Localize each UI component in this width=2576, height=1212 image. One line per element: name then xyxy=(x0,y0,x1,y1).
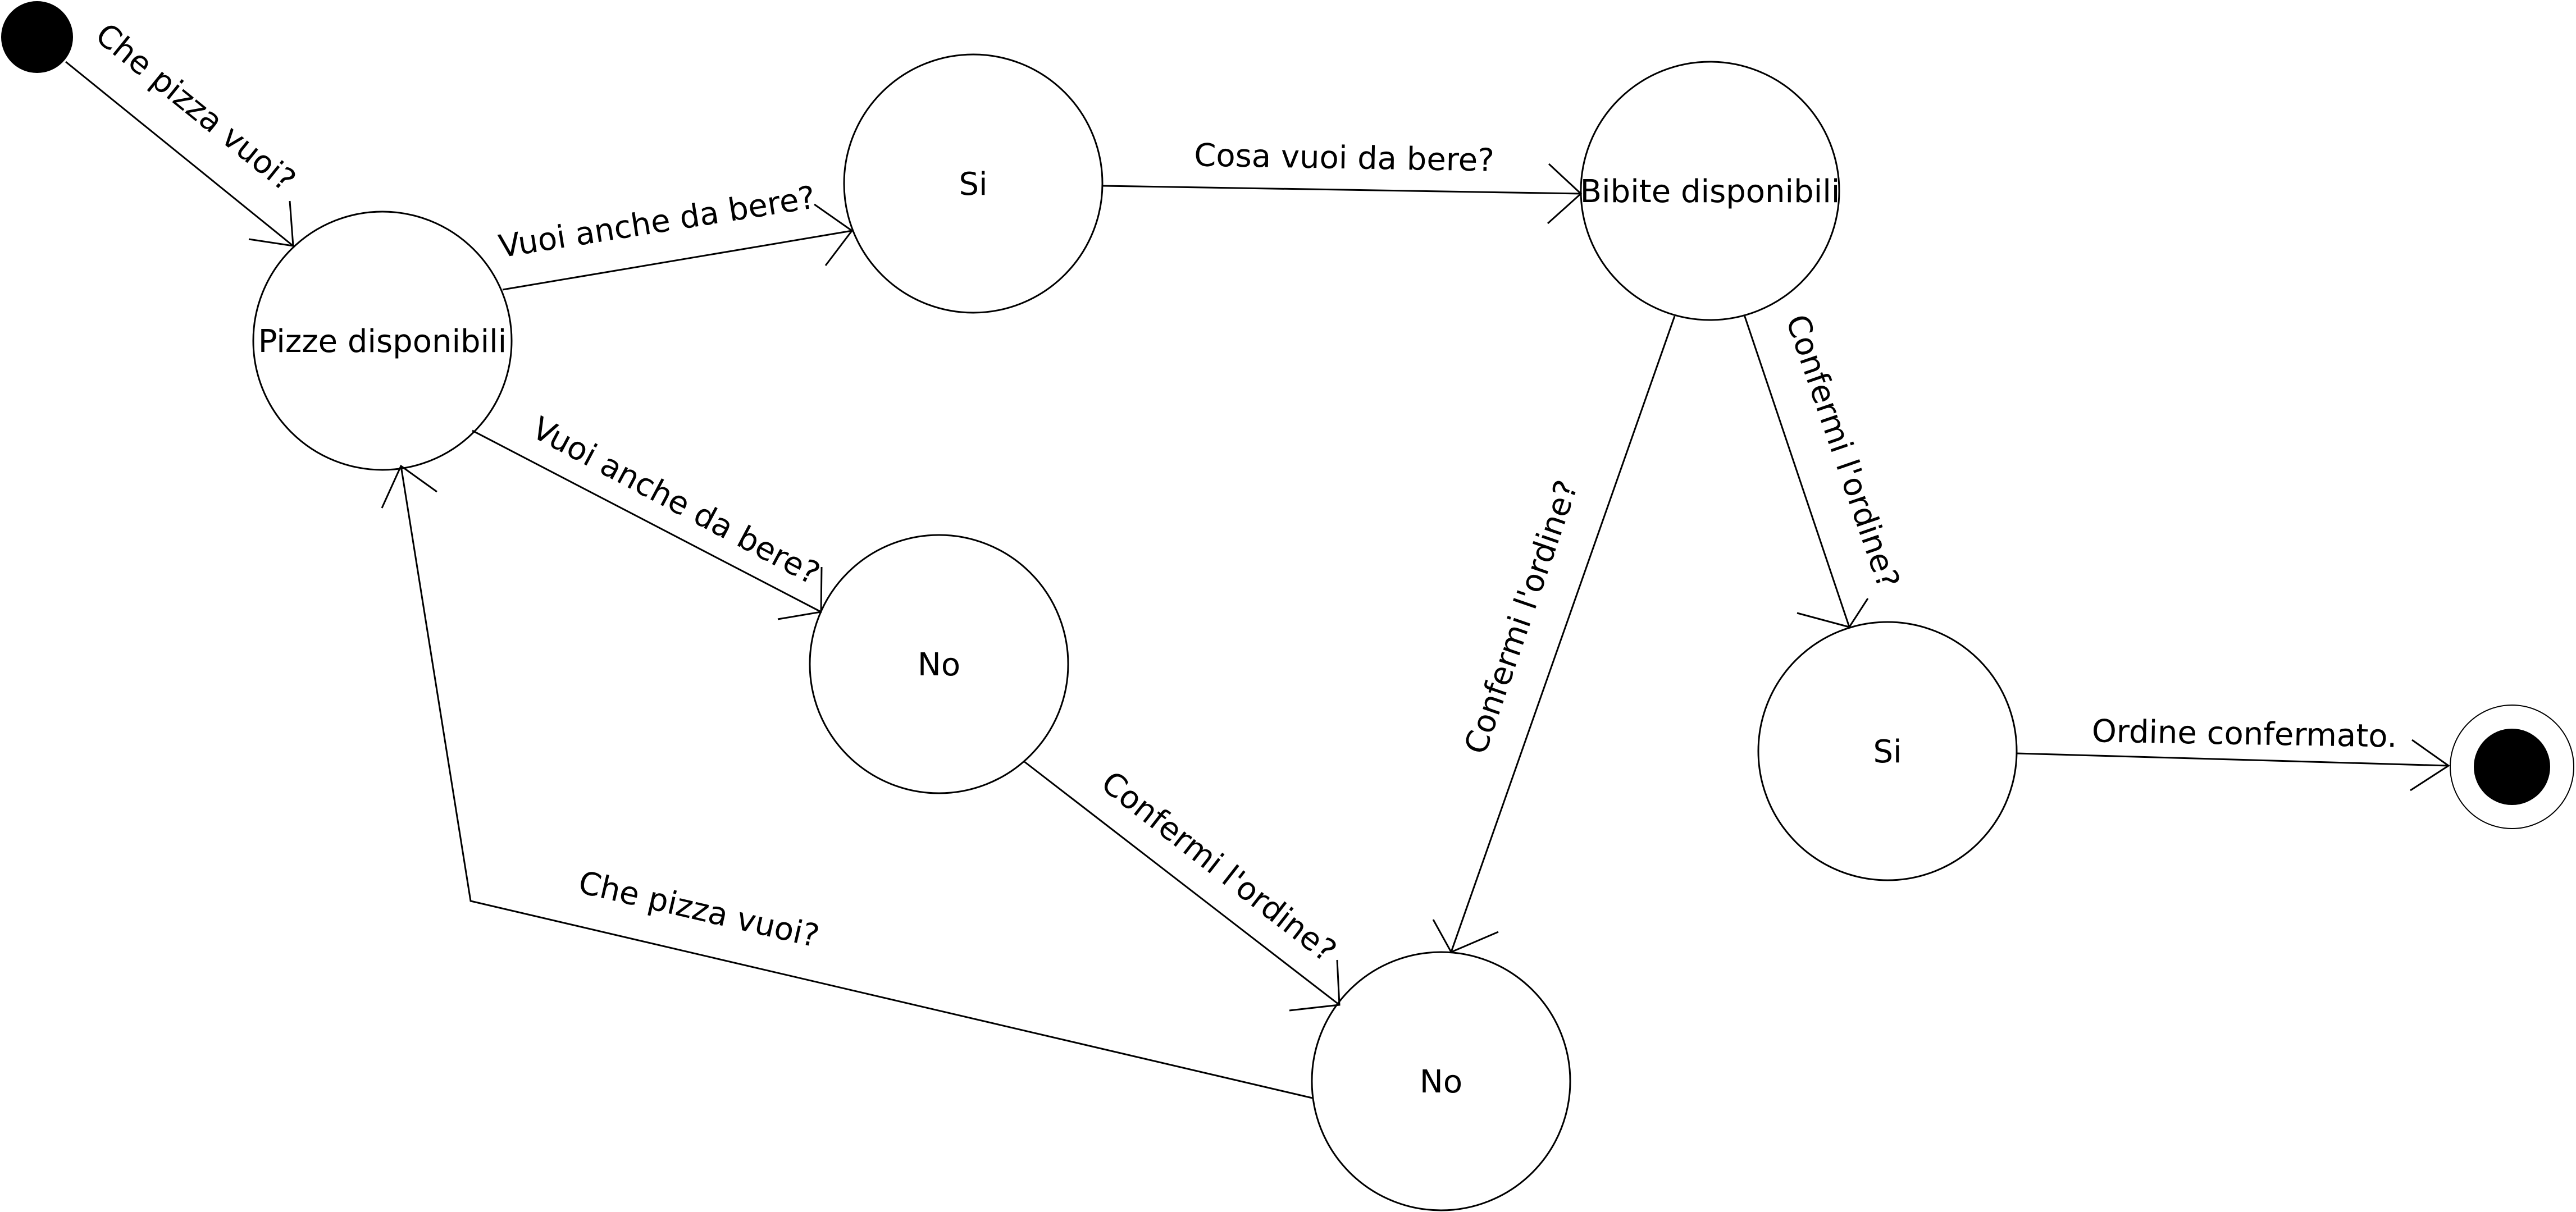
transition-label: Che pizza vuoi? xyxy=(89,16,303,199)
state-label: No xyxy=(918,647,960,683)
transition-label: Vuoi anche da bere? xyxy=(526,410,826,592)
transition-label: Ordine confermato. xyxy=(2091,713,2397,754)
state-si-drink: Si xyxy=(843,53,1104,314)
transition-label: Confermi l'ordine? xyxy=(1095,764,1343,969)
state-label: Si xyxy=(959,166,987,203)
transition-pizze-to-no: Vuoi anche da bere? xyxy=(472,410,826,620)
transition-bibite-to-noconfirm: Confermi l'ordine? xyxy=(1432,315,1676,953)
transition-label: Che pizza vuoi? xyxy=(575,865,822,955)
state-label: No xyxy=(1420,1064,1462,1100)
state-label: Pizze disponibili xyxy=(258,323,507,360)
transition-noconfirm-to-pizze: Che pizza vuoi? xyxy=(381,464,1313,1099)
final-state xyxy=(2450,705,2574,829)
transition-si-to-bibite: Cosa vuoi da bere? xyxy=(1102,137,1583,225)
transition-label: Confermi l'ordine? xyxy=(1779,310,1907,593)
transition-label: Confermi l'ordine? xyxy=(1457,475,1585,758)
transition-no-to-noconfirm: Confermi l'ordine? xyxy=(1023,760,1343,1012)
state-label: Si xyxy=(1873,734,1902,770)
transition-pizze-to-si: Vuoi anche da bere? xyxy=(496,179,854,291)
state-no-confirm: No xyxy=(1311,951,1571,1211)
transition-bibite-to-si: Confermi l'ordine? xyxy=(1743,310,1907,628)
state-si-confirm: Si xyxy=(1757,621,2018,881)
state-pizze-disponibili: Pizze disponibili xyxy=(252,211,513,471)
initial-state xyxy=(1,1,73,73)
state-label: Bibite disponibili xyxy=(1580,173,1840,210)
transition-label: Vuoi anche da bere? xyxy=(496,179,818,265)
transition-label: Cosa vuoi da bere? xyxy=(1194,137,1495,179)
transition-start-to-pizze: Che pizza vuoi? xyxy=(65,16,303,247)
state-bibite-disponibili: Bibite disponibili xyxy=(1580,61,1840,321)
transition-si-to-end: Ordine confermato. xyxy=(2016,713,2450,792)
state-no-drink: No xyxy=(809,534,1069,794)
